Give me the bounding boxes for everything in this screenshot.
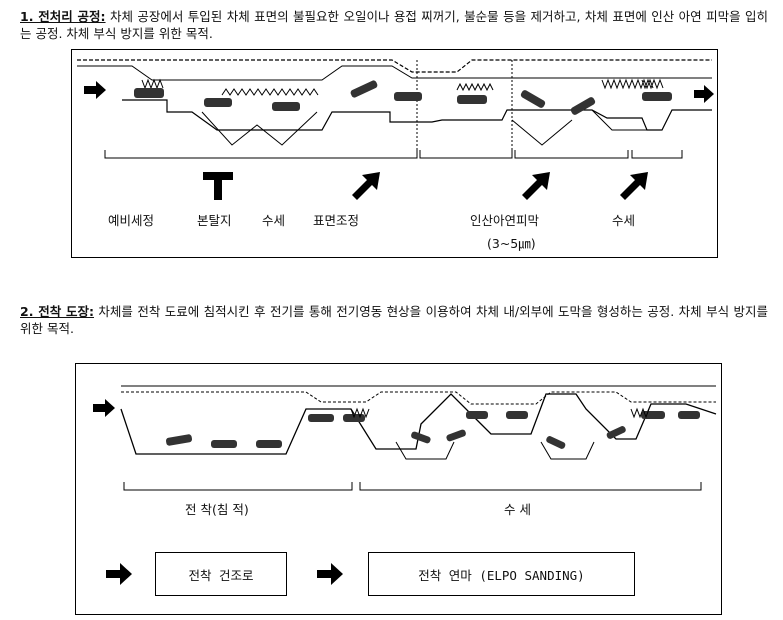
- label-rinse: 수 세: [504, 499, 531, 518]
- pretreatment-diagram: 예비세정 본탈지 수세 표면조정 인산아연피막 (3~5㎛) 수세: [71, 49, 718, 258]
- section1-body: 차체 공장에서 투입된 차체 표면의 불필요한 오일이나 용접 찌꺼기, 불순물…: [20, 9, 768, 41]
- label-surface-adjust: 표면조정: [313, 210, 359, 229]
- section1-title: 1. 전처리 공정:: [20, 9, 106, 24]
- section2-title: 2. 전착 도장:: [20, 304, 94, 319]
- section1-paragraph: 1. 전처리 공정: 차체 공장에서 투입된 차체 표면의 불필요한 오일이나 …: [20, 8, 768, 42]
- oven-label: 전착 건조로: [188, 565, 253, 584]
- section2-body: 차체를 전착 도료에 침적시킨 후 전기를 통해 전기영동 현상을 이용하여 차…: [20, 304, 768, 336]
- label-zinc-phosphate: 인산아연피막: [470, 210, 539, 229]
- sanding-box: 전착 연마 (ELPO SANDING): [368, 552, 635, 596]
- label-degrease: 본탈지: [197, 210, 232, 229]
- label-pre-clean: 예비세정: [108, 210, 154, 229]
- label-zinc-thickness: (3~5㎛): [487, 233, 536, 252]
- label-rinse-2: 수세: [612, 210, 635, 229]
- electrodeposition-diagram: 전 착(침 적) 수 세 전착 건조로 전착 연마 (ELPO SANDING): [75, 363, 722, 615]
- label-electrodeposition: 전 착(침 적): [185, 499, 249, 518]
- section2-paragraph: 2. 전착 도장: 차체를 전착 도료에 침적시킨 후 전기를 통해 전기영동 …: [20, 303, 768, 337]
- sanding-label: 전착 연마 (ELPO SANDING): [418, 565, 584, 584]
- oven-box: 전착 건조로: [155, 552, 287, 596]
- label-rinse-1: 수세: [262, 210, 285, 229]
